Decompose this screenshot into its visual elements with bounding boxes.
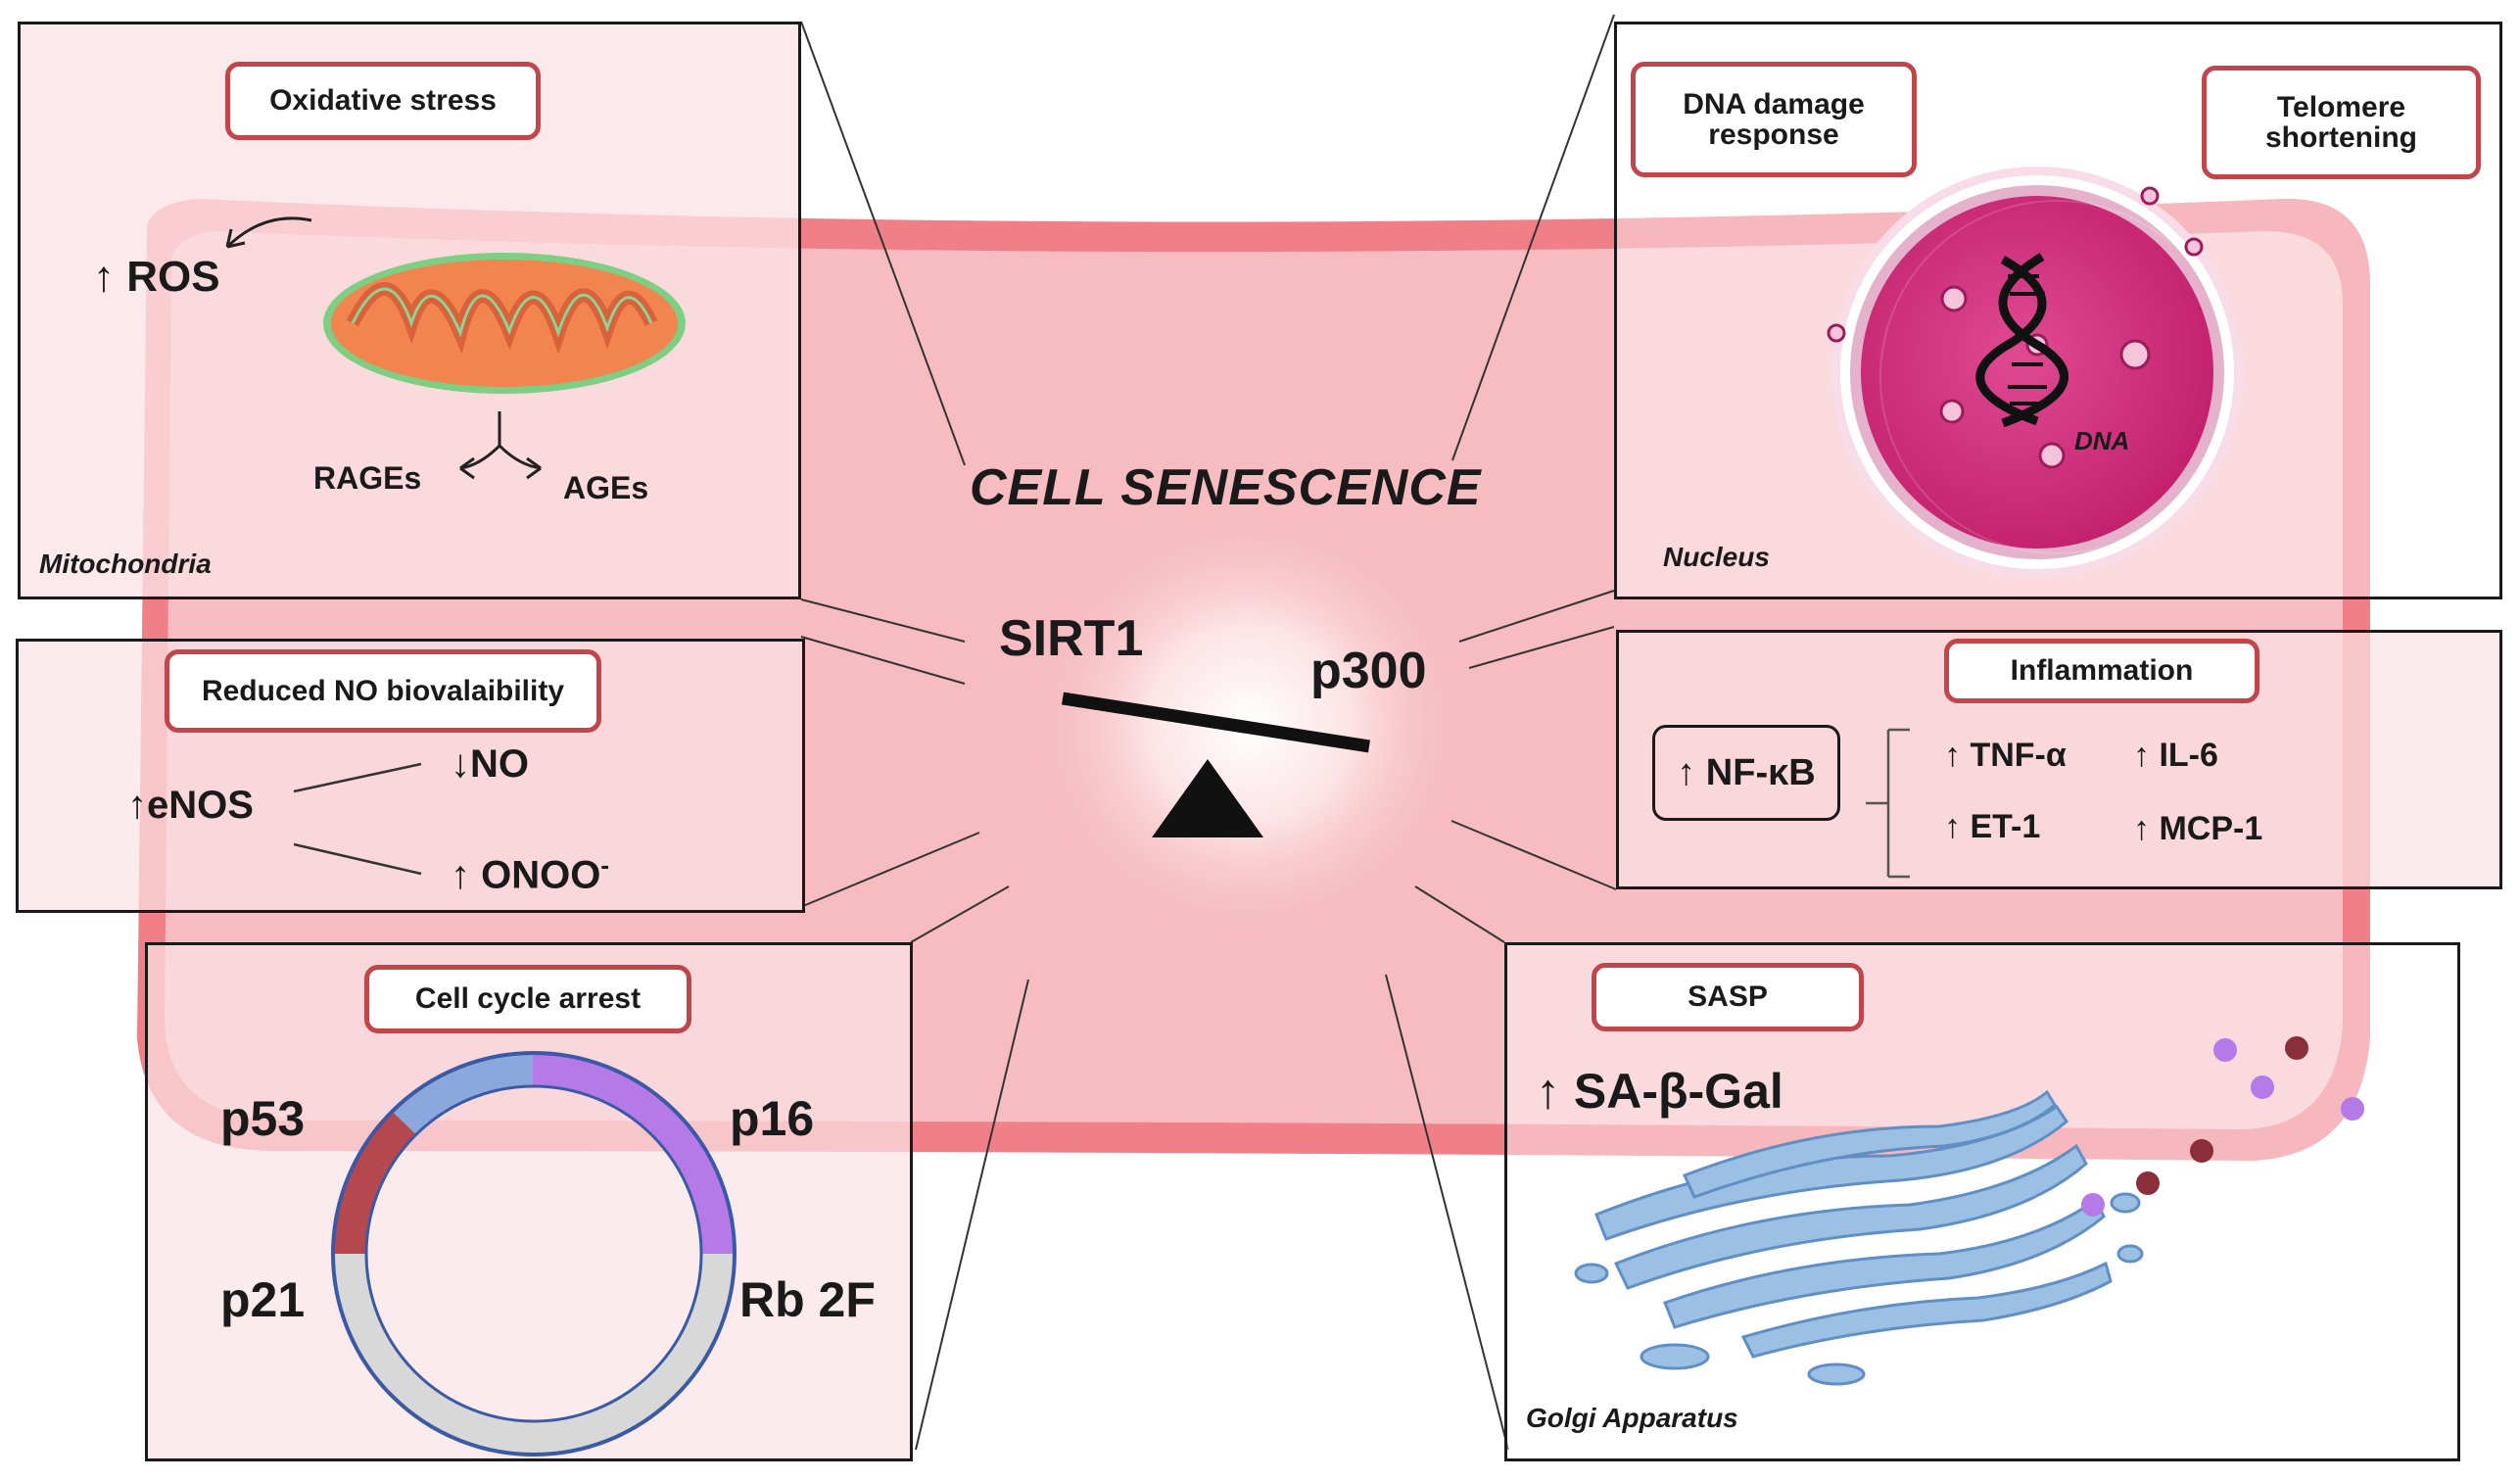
ros-text: ROS (126, 253, 220, 301)
et1-label: ↑ ET-1 (1944, 808, 2040, 846)
up-arrow-icon: ↑ (1944, 808, 1961, 845)
p21-label: p21 (220, 1272, 306, 1327)
p300-label: p300 (1310, 643, 1427, 699)
balance-graphic (1061, 692, 1371, 837)
p53-label: p53 (220, 1091, 306, 1146)
onoo-text: ONOO (481, 853, 601, 897)
up-arrow-icon: ↑ (1536, 1064, 1560, 1119)
no-text: NO (470, 742, 529, 786)
nucleus-panel (1614, 22, 2502, 599)
telomere-tag: Telomere shortening (2202, 66, 2481, 179)
onoo-superscript: - (600, 850, 610, 880)
mitochondria-caption: Mitochondria (39, 549, 212, 579)
sa-gal-label: ↑ SA-β-Gal (1536, 1063, 1783, 1120)
rages-label: RAGEs (313, 460, 422, 496)
cell-senescence-title: CELL SENESCENCE (970, 459, 1482, 516)
et1-text: ET-1 (1970, 808, 2041, 845)
cell-cycle-arrest-tag: Cell cycle arrest (364, 965, 691, 1033)
nucleus-caption: Nucleus (1663, 542, 1770, 572)
tnf-text: TNF-α (1970, 737, 2067, 774)
ages-label: AGEs (563, 470, 649, 505)
p16-label: p16 (730, 1091, 815, 1146)
up-arrow-icon: ↑ (2133, 737, 2150, 774)
up-arrow-icon: ↑ (451, 853, 470, 897)
up-arrow-icon: ↑ (1677, 751, 1696, 793)
mitochondria-panel (18, 22, 801, 599)
sasp-panel (1504, 942, 2460, 1461)
up-arrow-icon: ↑ (127, 784, 147, 827)
golgi-caption: Golgi Apparatus (1526, 1403, 1738, 1433)
cell-cycle-panel (145, 942, 913, 1461)
onoo-label: ↑ ONOO- (451, 850, 609, 897)
mitochondrion-graphic (323, 253, 686, 394)
inflammation-tag: Inflammation (1944, 639, 2259, 703)
rb-label: Rb 2F (739, 1272, 876, 1327)
mcp1-label: ↑ MCP-1 (2133, 810, 2262, 848)
no-label: ↓NO (451, 742, 529, 787)
ros-label: ↑ ROS (93, 253, 220, 302)
cell-cycle-ring (332, 1052, 735, 1455)
up-arrow-icon: ↑ (93, 253, 115, 301)
dna-damage-tag: DNA damage response (1631, 62, 1917, 177)
dna-label: DNA (2074, 426, 2130, 455)
connector-lines (800, 14, 1617, 1451)
il6-label: ↑ IL-6 (2133, 737, 2218, 775)
sirt1-label: SIRT1 (999, 610, 1144, 667)
sasp-tag: SASP (1592, 963, 1864, 1031)
mcp1-text: MCP-1 (2159, 810, 2263, 847)
up-arrow-icon: ↑ (1944, 737, 1961, 774)
no-bioavailability-tag: Reduced NO biovalaibility (165, 649, 601, 733)
enos-label: ↑eNOS (127, 784, 254, 828)
inflammation-panel (1616, 630, 2502, 889)
enos-text: eNOS (147, 784, 254, 827)
sa-gal-text: SA-β-Gal (1573, 1064, 1783, 1119)
nucleus-graphic (1827, 167, 2243, 578)
tnf-label: ↑ TNF-α (1944, 737, 2067, 775)
golgi-graphic (1574, 1089, 2144, 1386)
oxidative-stress-tag: Oxidative stress (225, 62, 541, 140)
no-panel (16, 639, 805, 913)
sasp-vesicles (2081, 1036, 2364, 1217)
il6-text: IL-6 (2159, 737, 2218, 774)
nfkb-text: NF-κB (1705, 751, 1816, 793)
down-arrow-icon: ↓ (451, 742, 470, 786)
up-arrow-icon: ↑ (2133, 810, 2150, 847)
nfkb-box: ↑ NF-κB (1652, 725, 1840, 821)
